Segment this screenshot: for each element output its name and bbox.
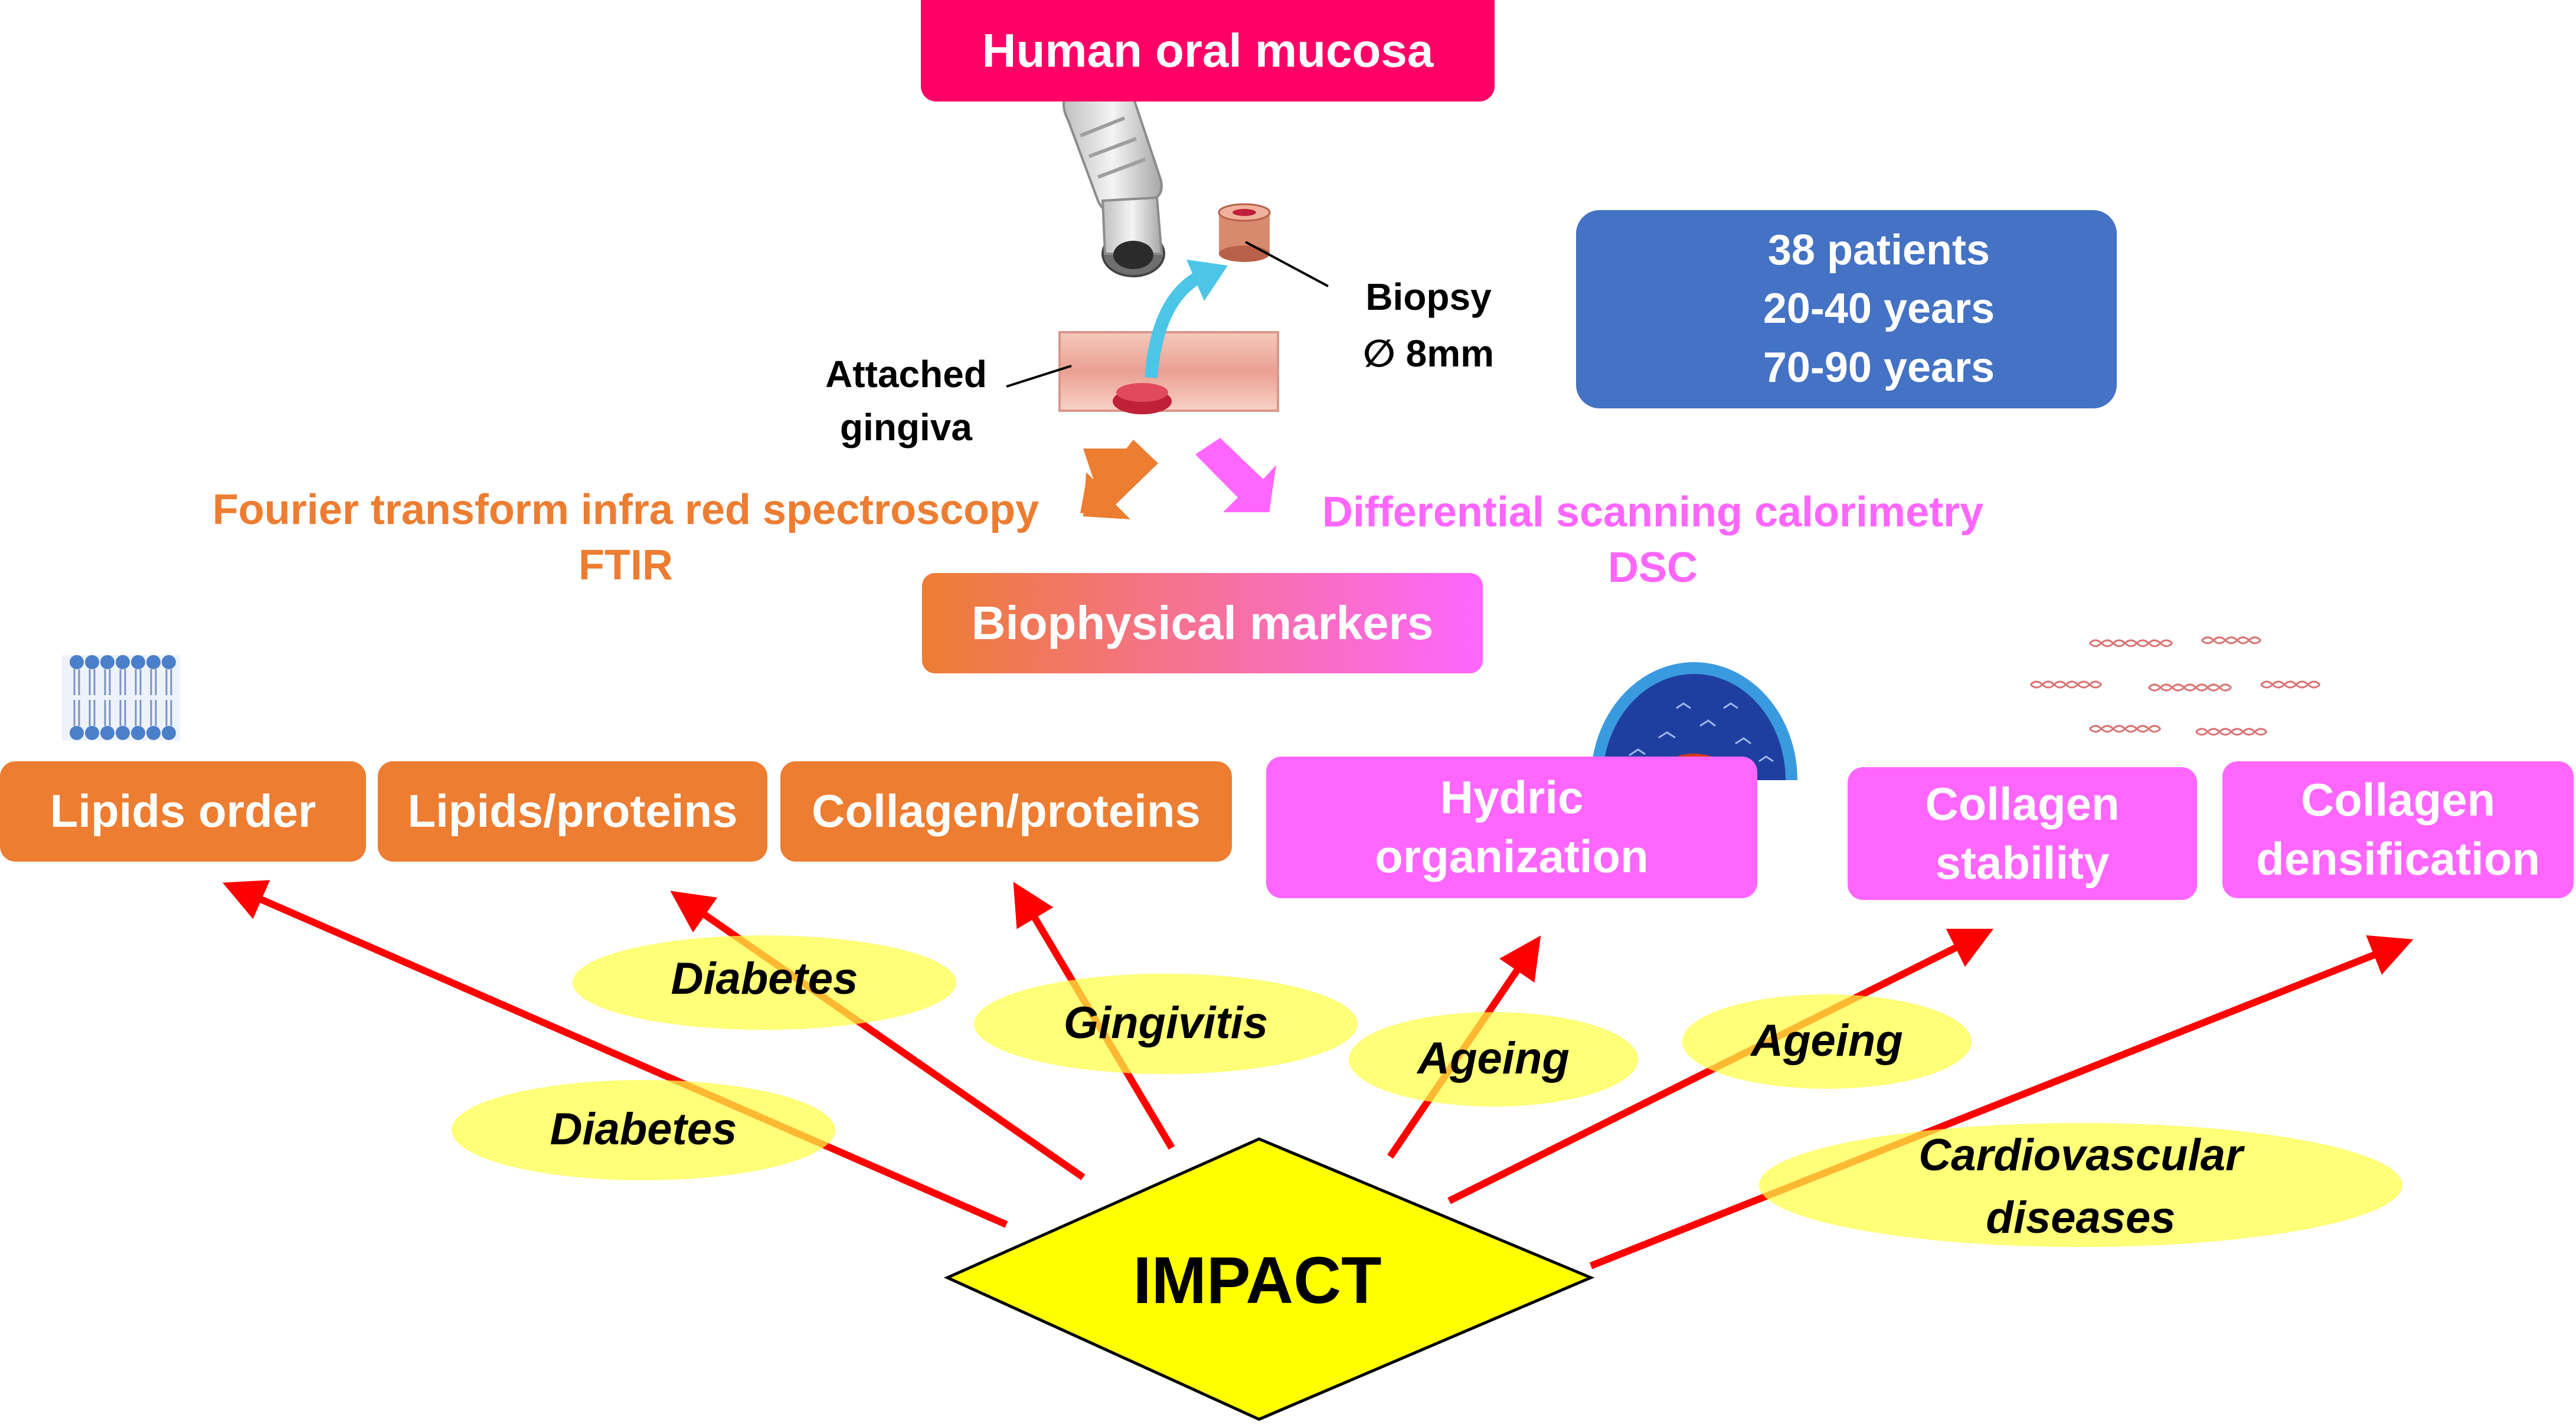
impact-diamond [943,1137,1595,1421]
collagen-stability-line1: Collagen [1925,777,2120,830]
condition-cardiovascular: Cardiovascular diseases [1800,1124,2361,1250]
gingiva-label: Attached gingiva [800,348,1012,454]
lipids-proteins-label: Lipids/proteins [407,785,738,837]
arrow-to-lipids-order [223,880,1008,1228]
patients-box: 38 patients 20-40 years 70-90 years [1576,210,2117,408]
dsc-method-name: Differential scanning calorimetry [1322,489,1984,536]
collagen-densification-line2: densification [2255,833,2541,885]
biophysical-markers-bg [922,573,1483,673]
ftir-direction-arrow [1083,440,1158,519]
condition-ageing-a: Ageing [1417,1033,1570,1083]
biopsy-pointer-line [1245,241,1329,287]
condition-cardiovascular-line1: Cardiovascular [1918,1130,2243,1180]
hydric-organization-line2: organization [1375,830,1649,882]
ellipse-diabetes-a [573,935,956,1030]
dsc-abbrev: DSC [1607,544,1698,591]
ellipse-gingivitis [974,974,1358,1074]
ellipse-diabetes-b [452,1080,835,1180]
patients-count: 38 patients [1767,226,1990,274]
header-title: Human oral mucosa [982,24,1434,77]
lipids-order-label: Lipids order [50,785,316,837]
extraction-arrow-icon [1145,260,1228,378]
condition-diabetes-a: Diabetes [671,954,858,1004]
biopsy-label: Biopsy ∅ 8mm [1340,269,1517,382]
gingiva-label-line2: gingiva [839,405,973,449]
dsc-direction-arrow [1195,438,1276,512]
lipid-bilayer-icon [62,655,180,741]
biophysical-markers-box: Biophysical markers [922,573,1483,673]
gingiva-tissue-icon [1058,331,1279,414]
condition-ellipses [452,935,2402,1247]
dsc-method-label: Differential scanning calorimetry DSC [1299,485,2007,595]
collagen-densification-line1: Collagen [2300,774,2496,826]
collagen-stability-box: Collagen stability [1848,767,2197,900]
gingiva-label-line1: Attached [825,353,987,395]
gingiva-pointer-line [1006,365,1072,388]
collagen-stability-line2: stability [1935,836,2110,889]
lipids-proteins-box: Lipids/proteins [378,761,767,862]
arrow-to-collagen-densification [1589,935,2414,1269]
ellipse-ageing-a [1349,1012,1638,1107]
ftir-method-label: Fourier transform infra red spectroscopy… [195,483,1057,593]
ftir-abbrev: FTIR [578,541,673,589]
biopsy-label-line1: Biopsy [1365,276,1492,318]
ellipse-cardiovascular [1759,1123,2402,1247]
condition-ageing-b: Ageing [1751,1016,1903,1066]
biopsy-diameter: ∅ 8mm [1363,332,1494,375]
hydric-organization-box: Hydric organization [1266,757,1757,898]
collagen-fibers-icon [2029,636,2321,736]
biopsy-sample-icon [1218,203,1271,262]
biophysical-markers-title: Biophysical markers [971,596,1434,649]
impact-label: IMPACT [1133,1243,1382,1317]
patients-young-range: 20-40 years [1763,285,1995,333]
collagen-proteins-box: Collagen/proteins [780,761,1232,862]
collagen-proteins-label: Collagen/proteins [812,785,1201,837]
lipids-order-box: Lipids order [0,761,366,862]
ellipse-ageing-b [1682,994,1972,1089]
hydric-organization-line1: Hydric [1440,771,1584,824]
condition-cardiovascular-line2: diseases [1986,1193,2176,1243]
header-box: Human oral mucosa [921,0,1495,102]
condition-diabetes-b: Diabetes [550,1104,737,1154]
ftir-method-name: Fourier transform infra red spectroscopy [212,486,1039,533]
patients-old-range: 70-90 years [1763,343,1995,391]
collagen-densification-box: Collagen densification [2222,761,2574,898]
condition-gingivitis: Gingivitis [1063,998,1269,1048]
